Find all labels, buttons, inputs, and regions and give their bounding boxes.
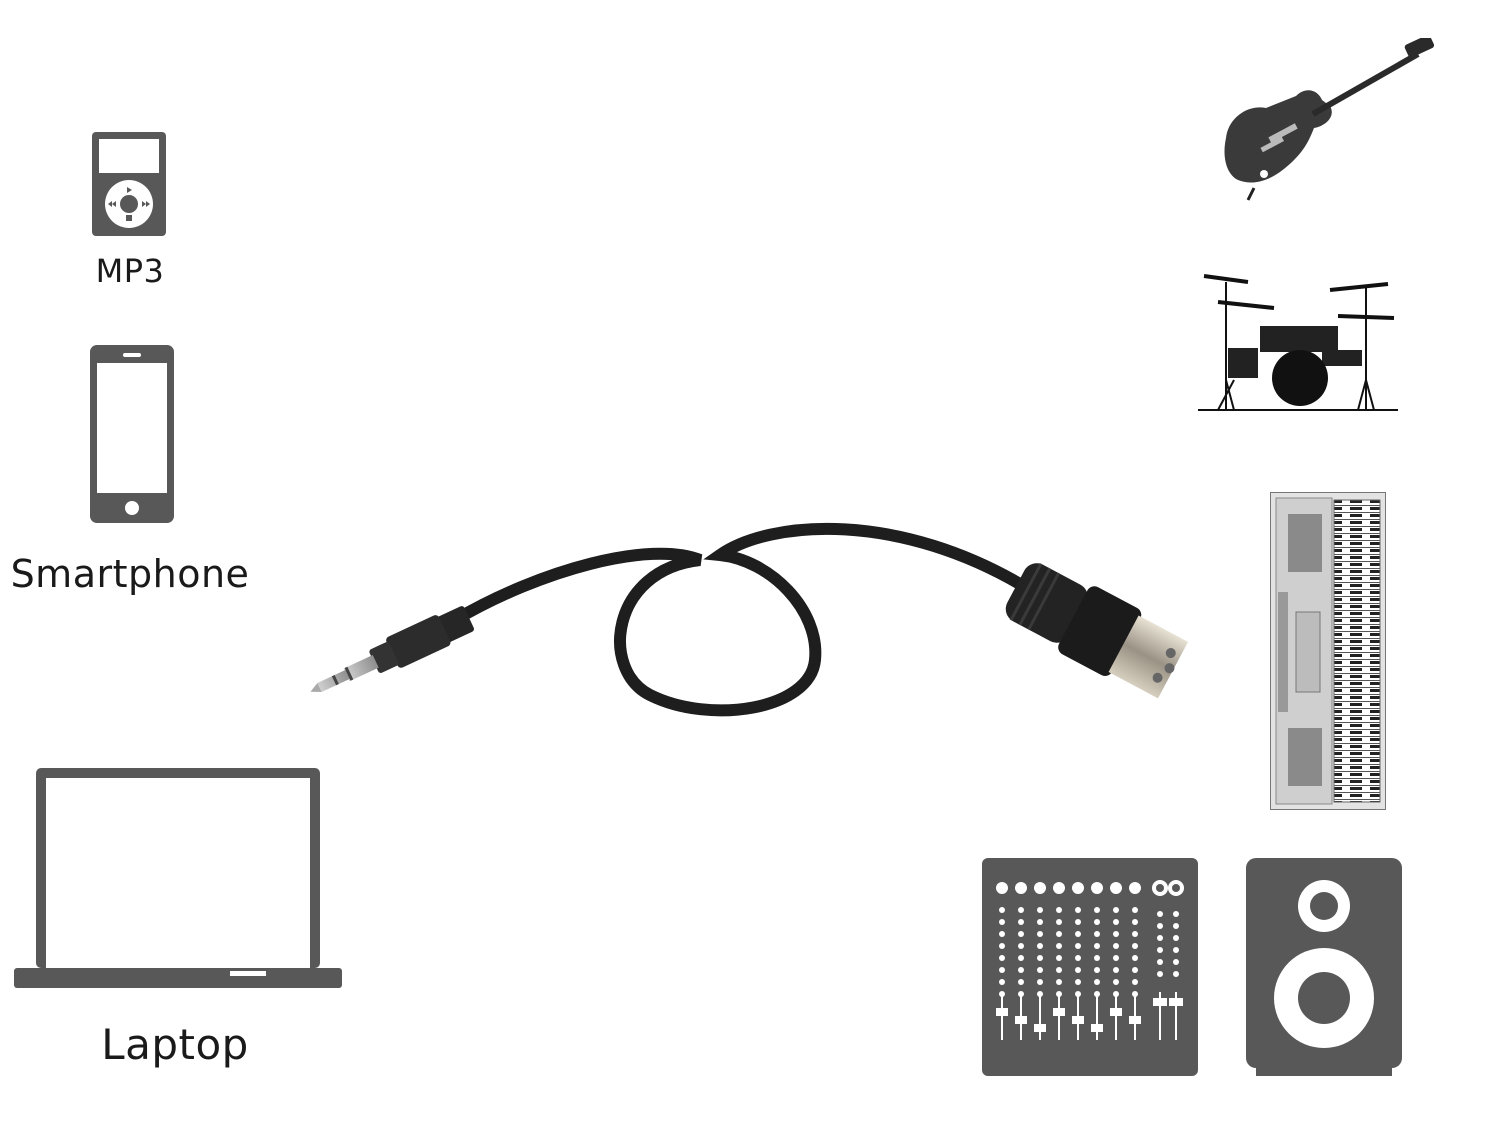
audio-mixer-icon [982, 858, 1198, 1078]
mp3-player-icon [92, 132, 166, 236]
mp3-label: MP3 [95, 252, 165, 290]
smartphone-label: Smartphone [10, 552, 250, 596]
speaker-icon [1246, 858, 1402, 1076]
laptop-label: Laptop [101, 1020, 249, 1069]
laptop-icon [14, 768, 344, 990]
smartphone-icon [90, 345, 174, 523]
midi-to-3.5mm-cable-icon [300, 500, 1220, 740]
keyboard-synthesizer-icon [1270, 492, 1386, 810]
electric-guitar-icon [1218, 38, 1440, 203]
drum-kit-icon [1198, 268, 1398, 414]
